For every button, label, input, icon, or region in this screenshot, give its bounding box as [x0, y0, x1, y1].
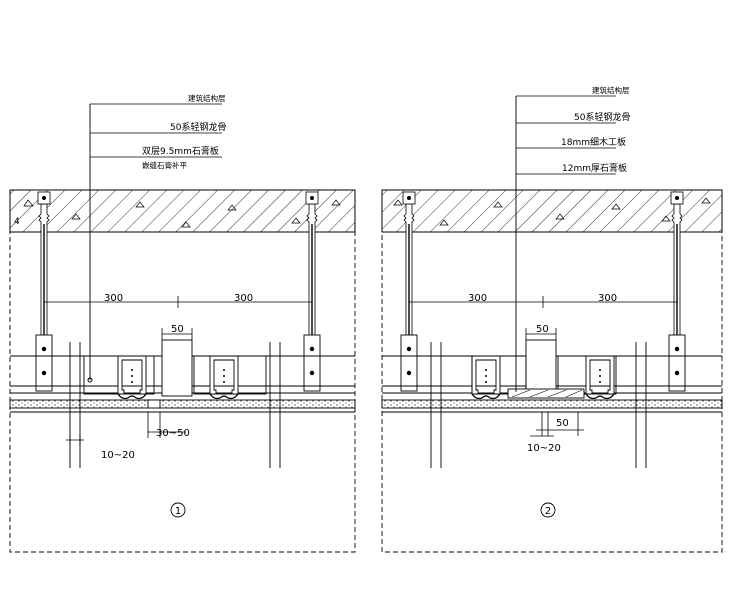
- carrier-left-1: [35, 334, 53, 392]
- dim-gap-range-1: 30~50: [156, 428, 190, 439]
- gypsum-board-layer-1: [9, 399, 356, 409]
- c-stud-right-1: [209, 355, 239, 400]
- gypsum-board-layer-2: [381, 399, 723, 409]
- detail-marker-2: [540, 502, 556, 518]
- label-keel-2: 50系轻钢龙骨: [574, 111, 630, 123]
- label-structure-1: 建筑结构层: [188, 93, 226, 103]
- detail-marker-1-number: 1: [175, 506, 181, 517]
- dim-gap-2: 50: [536, 324, 549, 335]
- detail-marker-1: [170, 502, 186, 518]
- dim-gap-1: 50: [171, 324, 184, 335]
- dim-offset-2: 10~20: [527, 443, 561, 454]
- plywood-strip-2: [507, 388, 585, 399]
- dim-span-left-1: 300: [104, 293, 123, 304]
- svg-text:4: 4: [14, 217, 20, 227]
- dim-span-left-2: 300: [468, 293, 487, 304]
- dim-offset-1: 10~20: [101, 450, 135, 461]
- boundary-2: [381, 231, 723, 553]
- detail-2: 建筑结构层 50系轻钢龙骨 18mm细木工板 12mm厚石膏板 300 300 …: [381, 85, 723, 553]
- label-filler-1: 嵌缝石膏补平: [142, 160, 187, 170]
- c-stud-left-1: [117, 355, 147, 400]
- c-stud-left-2: [471, 355, 501, 400]
- detail-1: 4: [9, 93, 356, 553]
- label-structure-2: 建筑结构层: [592, 85, 630, 95]
- dim-span-right-2: 300: [598, 293, 617, 304]
- structural-slab-1: [9, 189, 356, 233]
- label-board-2: 12mm厚石膏板: [562, 162, 627, 174]
- boundary-1: [9, 231, 356, 553]
- dim-span-right-1: 300: [234, 293, 253, 304]
- detail-marker-2-number: 2: [545, 506, 551, 517]
- label-board-1: 双层9.5mm石膏板: [142, 145, 219, 157]
- label-keel-1: 50系轻钢龙骨: [170, 121, 226, 133]
- structural-slab-2: [381, 189, 723, 233]
- carrier-right-2: [668, 334, 686, 392]
- c-stud-right-2: [585, 355, 615, 400]
- label-plywood-2: 18mm细木工板: [561, 136, 626, 148]
- carrier-right-1: [303, 334, 321, 392]
- dim-lower-gap-2: 50: [556, 418, 569, 429]
- carrier-left-2: [400, 334, 418, 392]
